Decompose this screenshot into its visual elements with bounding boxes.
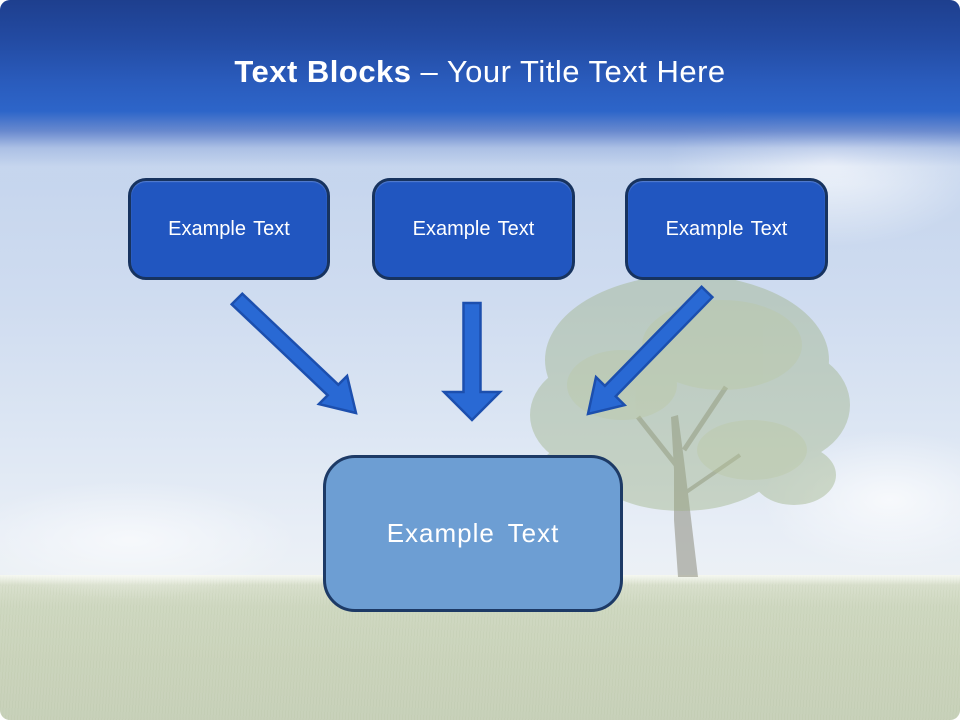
slide-title-regular: – Your Title Text Here [420,54,726,89]
slide-title: Text Blocks– Your Title Text Here [0,54,960,90]
text-block-3: Example Text [625,178,828,280]
title-banner [0,0,960,185]
text-block-3-label: Example Text [665,217,788,240]
center-summary-block: Example Text [323,455,623,612]
text-block-2: Example Text [372,178,575,280]
center-block-label: Example Text [386,518,560,548]
text-block-1-label: Example Text [168,217,290,240]
slide-title-bold: Text Blocks [234,54,412,89]
text-block-2-label: Example Text [412,217,535,240]
text-block-1: Example Text [128,178,330,280]
